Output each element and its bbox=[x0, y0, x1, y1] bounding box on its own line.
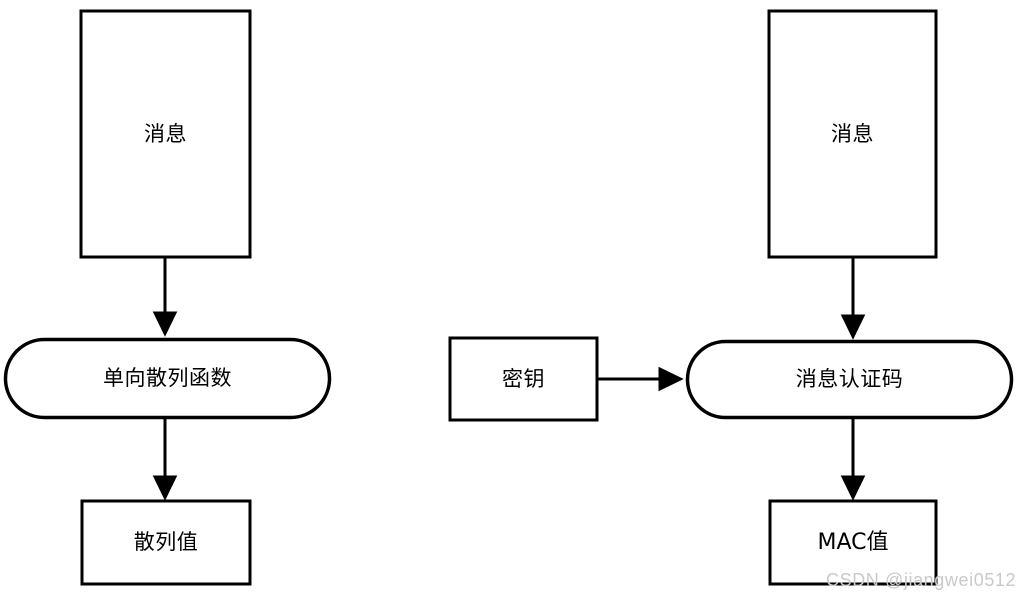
node-right-message-shape bbox=[767, 9, 938, 259]
node-secret-key-shape bbox=[448, 336, 599, 422]
node-mac-value-shape bbox=[768, 499, 938, 586]
watermark-text: CSDN @jiangwei0512 bbox=[826, 570, 1017, 590]
node-message-authentication-code-shape bbox=[685, 339, 1014, 420]
node-left-message-shape bbox=[79, 9, 252, 259]
node-hash-value-shape bbox=[80, 499, 252, 586]
node-one-way-hash-function-shape bbox=[3, 337, 332, 420]
